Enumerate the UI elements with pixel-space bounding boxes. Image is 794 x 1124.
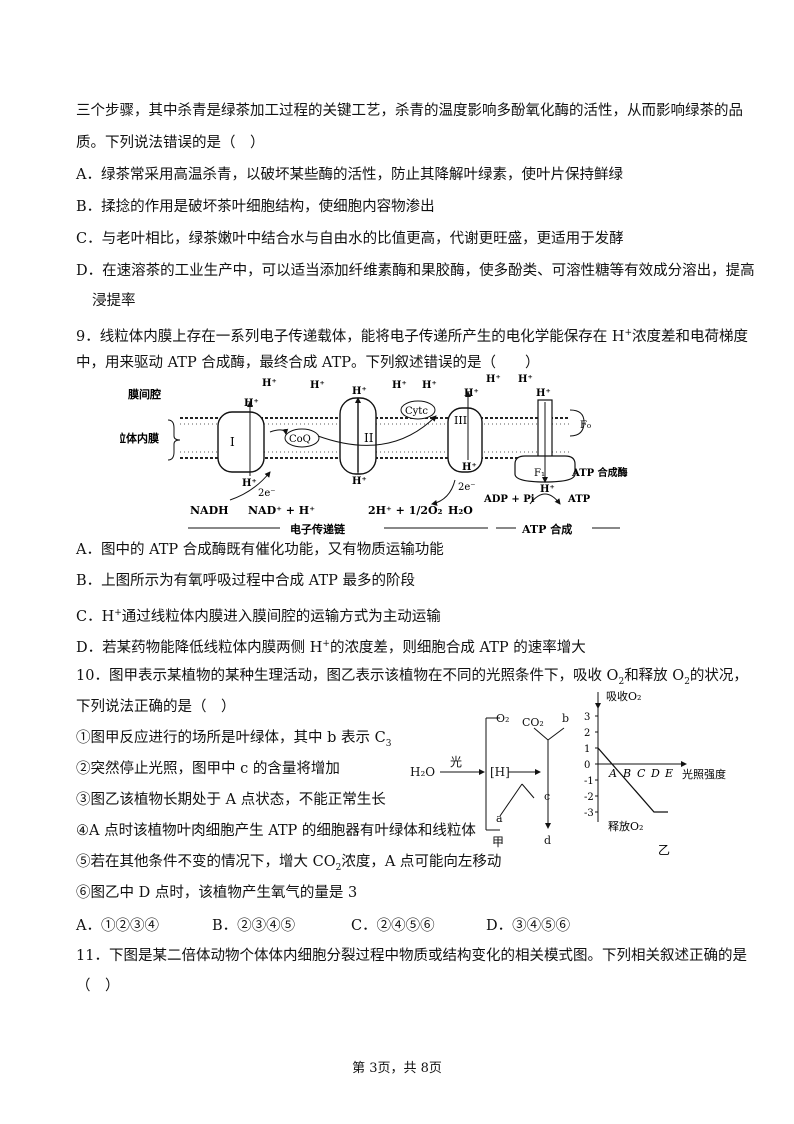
f0-label: F₀ xyxy=(580,420,591,431)
svg-text:H⁺: H⁺ xyxy=(392,380,407,391)
o2-label: O₂ xyxy=(496,712,509,725)
electron-label-2: 2e⁻ xyxy=(458,482,476,493)
q10-option-b[interactable]: B．②③④⑤ xyxy=(212,918,296,934)
q10-statement-3: ③图乙该植物长期处于 A 点状态，不能正常生长 xyxy=(76,792,386,808)
oxygen-curve xyxy=(597,747,668,813)
x-point-label: B xyxy=(622,767,631,780)
xlabel: 光照强度 xyxy=(682,767,726,781)
q9-stem-line1: 9．线粒体内膜上存在一系列电子传递载体，能将电子传递所产生的电化学能保存在 H+… xyxy=(76,328,749,345)
svg-text:H⁺: H⁺ xyxy=(310,380,325,391)
svg-text:H⁺: H⁺ xyxy=(540,484,555,495)
q10-statement-2: ②突然停止光照，图甲中 c 的含量将增加 xyxy=(76,761,340,777)
coq-carrier xyxy=(284,428,320,448)
x-point-label: E xyxy=(664,767,673,780)
q9-option-b: B．上图所示为有氧呼吸过程中合成 ATP 最多的阶段 xyxy=(76,573,415,589)
electron-label-1: 2e⁻ xyxy=(258,488,276,499)
q9-option-d: D．若某药物能降低线粒体内膜两侧 H+的浓度差，则细胞合成 ATP 的速率增大 xyxy=(76,639,586,656)
q11-paren: （ ） xyxy=(76,978,120,994)
q11-stem: 11．下图是某二倍体动物个体体内细胞分裂过程中物质或结构变化的相关模式图。下列相… xyxy=(76,948,747,964)
q9-option-a: A．图中的 ATP 合成酶既有催化功能，又有物质运输功能 xyxy=(76,542,444,558)
q10-statement-4: ④A 点时该植物叶肉细胞产生 ATP 的细胞器有叶绿体和线粒体 xyxy=(76,823,476,839)
q10-figures: H₂O 光 O₂ [H] a CO₂ b c d 甲 吸收O₂ 释放O₂ 光照强… xyxy=(410,689,726,857)
nad-label: NAD⁺ + H⁺ xyxy=(248,504,315,517)
figure-yi-label: 乙 xyxy=(658,843,670,857)
y-tick-label: -3 xyxy=(584,808,594,819)
svg-text:H⁺: H⁺ xyxy=(242,478,257,489)
atp-synthase-label: ATP 合成酶 xyxy=(571,466,628,479)
f1-label: F₁ xyxy=(534,468,545,479)
a-label: a xyxy=(496,812,503,825)
flow-arrows xyxy=(229,391,561,506)
svg-text:H⁺: H⁺ xyxy=(486,374,501,385)
q8-option-a: A．绿茶常采用高温杀青，以破坏某些酶的活性，防止其降解叶绿素，使叶片保持鲜绿 xyxy=(76,167,623,183)
page-footer: 第 3页，共 8页 xyxy=(352,1061,442,1076)
h2o-label: H₂O xyxy=(410,765,435,779)
x-point-label: C xyxy=(637,767,646,780)
atp-label: ATP xyxy=(567,494,591,505)
q8-option-c: C．与老叶相比，绿茶嫩叶中结合水与自由水的比值更高，代谢更旺盛，更适用于发酵 xyxy=(76,231,624,247)
q10-stem-line1: 10．图甲表示某植物的某种生理活动，图乙表示该植物在不同的光照条件下，吸收 O2… xyxy=(76,668,748,687)
q8-intro-line1: 三个步骤，其中杀青是绿茶加工过程的关键工艺，杀青的温度影响多酚氧化酶的活性，从而… xyxy=(76,103,743,119)
complex-3-label: III xyxy=(454,414,467,427)
figure-jia: H₂O 光 O₂ [H] a CO₂ b c d 甲 xyxy=(410,712,569,849)
ylabel-bottom: 释放O₂ xyxy=(608,819,643,833)
light-label: 光 xyxy=(450,755,462,769)
ylabel-top: 吸收O₂ xyxy=(606,689,641,703)
x-point-label: A xyxy=(608,767,617,780)
q10-option-d[interactable]: D．③④⑤⑥ xyxy=(486,918,571,934)
y-tick-label: -2 xyxy=(584,792,594,803)
q10-stem-line2: 下列说法正确的是（ ） xyxy=(76,699,236,715)
nadh-label: NADH xyxy=(190,504,229,517)
q8-option-b: B．揉捻的作用是破坏茶叶细胞结构，使细胞内容物渗出 xyxy=(76,199,435,215)
cytc-carrier xyxy=(400,400,436,420)
y-tick-label: 0 xyxy=(584,760,590,771)
q9-option-c: C．H+通过线粒体内膜进入膜间腔的运输方式为主动运输 xyxy=(76,608,441,625)
figure-jia-label: 甲 xyxy=(492,835,504,849)
oxygen-label: 2H⁺ + 1/2O₂ xyxy=(368,504,443,517)
complex-1-label: I xyxy=(230,435,235,449)
q10-option-c[interactable]: C．②④⑤⑥ xyxy=(351,918,435,934)
q10-statement-5: ⑤若在其他条件不变的情况下，增大 CO2浓度，A 点可能向左移动 xyxy=(76,854,502,873)
svg-text:H⁺: H⁺ xyxy=(518,374,533,385)
svg-text:H⁺: H⁺ xyxy=(352,386,367,397)
atp-synthesis-label: ATP 合成 xyxy=(521,522,572,536)
q10-option-a[interactable]: A．①②③④ xyxy=(76,918,159,934)
svg-text:H⁺: H⁺ xyxy=(422,380,437,391)
q10-statement-6: ⑥图乙中 D 点时，该植物产生氧气的量是 3 xyxy=(76,885,358,901)
q8-option-d-line1: D．在速溶茶的工业生产中，可以适当添加纤维素酶和果胶酶，使多酚类、可溶性糖等有效… xyxy=(76,263,755,279)
y-tick-label: 2 xyxy=(584,728,590,739)
q10-statement-1: ①图甲反应进行的场所是叶绿体，其中 b 表示 C3 xyxy=(76,730,392,749)
complex-3 xyxy=(447,407,483,473)
co2-label: CO₂ xyxy=(522,716,544,729)
c-label: c xyxy=(544,790,550,803)
chain-label: 电子传递链 xyxy=(290,522,346,536)
svg-text:H⁺: H⁺ xyxy=(244,398,259,409)
electron-transport-chain-figure: 膜间腔 线粒体内膜 I CoQ II Cytc III F₀ F₁ ATP 合成… xyxy=(120,374,628,536)
complex-1 xyxy=(217,411,265,473)
y-tick-label: 3 xyxy=(584,712,590,723)
x-point-label: D xyxy=(650,767,660,780)
space-label: 膜间腔 xyxy=(128,387,161,401)
h-label: [H] xyxy=(490,765,510,779)
adp-label: ADP + Pi xyxy=(483,494,535,505)
svg-text:H⁺: H⁺ xyxy=(464,388,479,399)
water-label: H₂O xyxy=(448,504,473,517)
y-tick-label: 1 xyxy=(584,744,590,755)
svg-text:H⁺: H⁺ xyxy=(352,476,367,487)
svg-text:H⁺: H⁺ xyxy=(462,462,477,473)
d-label: d xyxy=(544,834,551,847)
q8-option-d-line2: 浸提率 xyxy=(92,293,136,309)
coq-label: CoQ xyxy=(289,434,311,445)
svg-text:H⁺: H⁺ xyxy=(536,388,551,399)
cytc-label: Cytc xyxy=(405,406,428,417)
svg-text:H⁺: H⁺ xyxy=(262,378,277,389)
b-label: b xyxy=(562,712,569,725)
q9-stem-line2: 中，用来驱动 ATP 合成酶，最终合成 ATP。下列叙述错误的是（ ） xyxy=(76,355,540,371)
membrane-label: 线粒体内膜 xyxy=(120,431,159,445)
y-tick-label: -1 xyxy=(584,776,594,787)
q8-intro-line2: 质。下列说法错误的是（ ） xyxy=(76,135,265,151)
complex-2-label: II xyxy=(364,431,374,445)
